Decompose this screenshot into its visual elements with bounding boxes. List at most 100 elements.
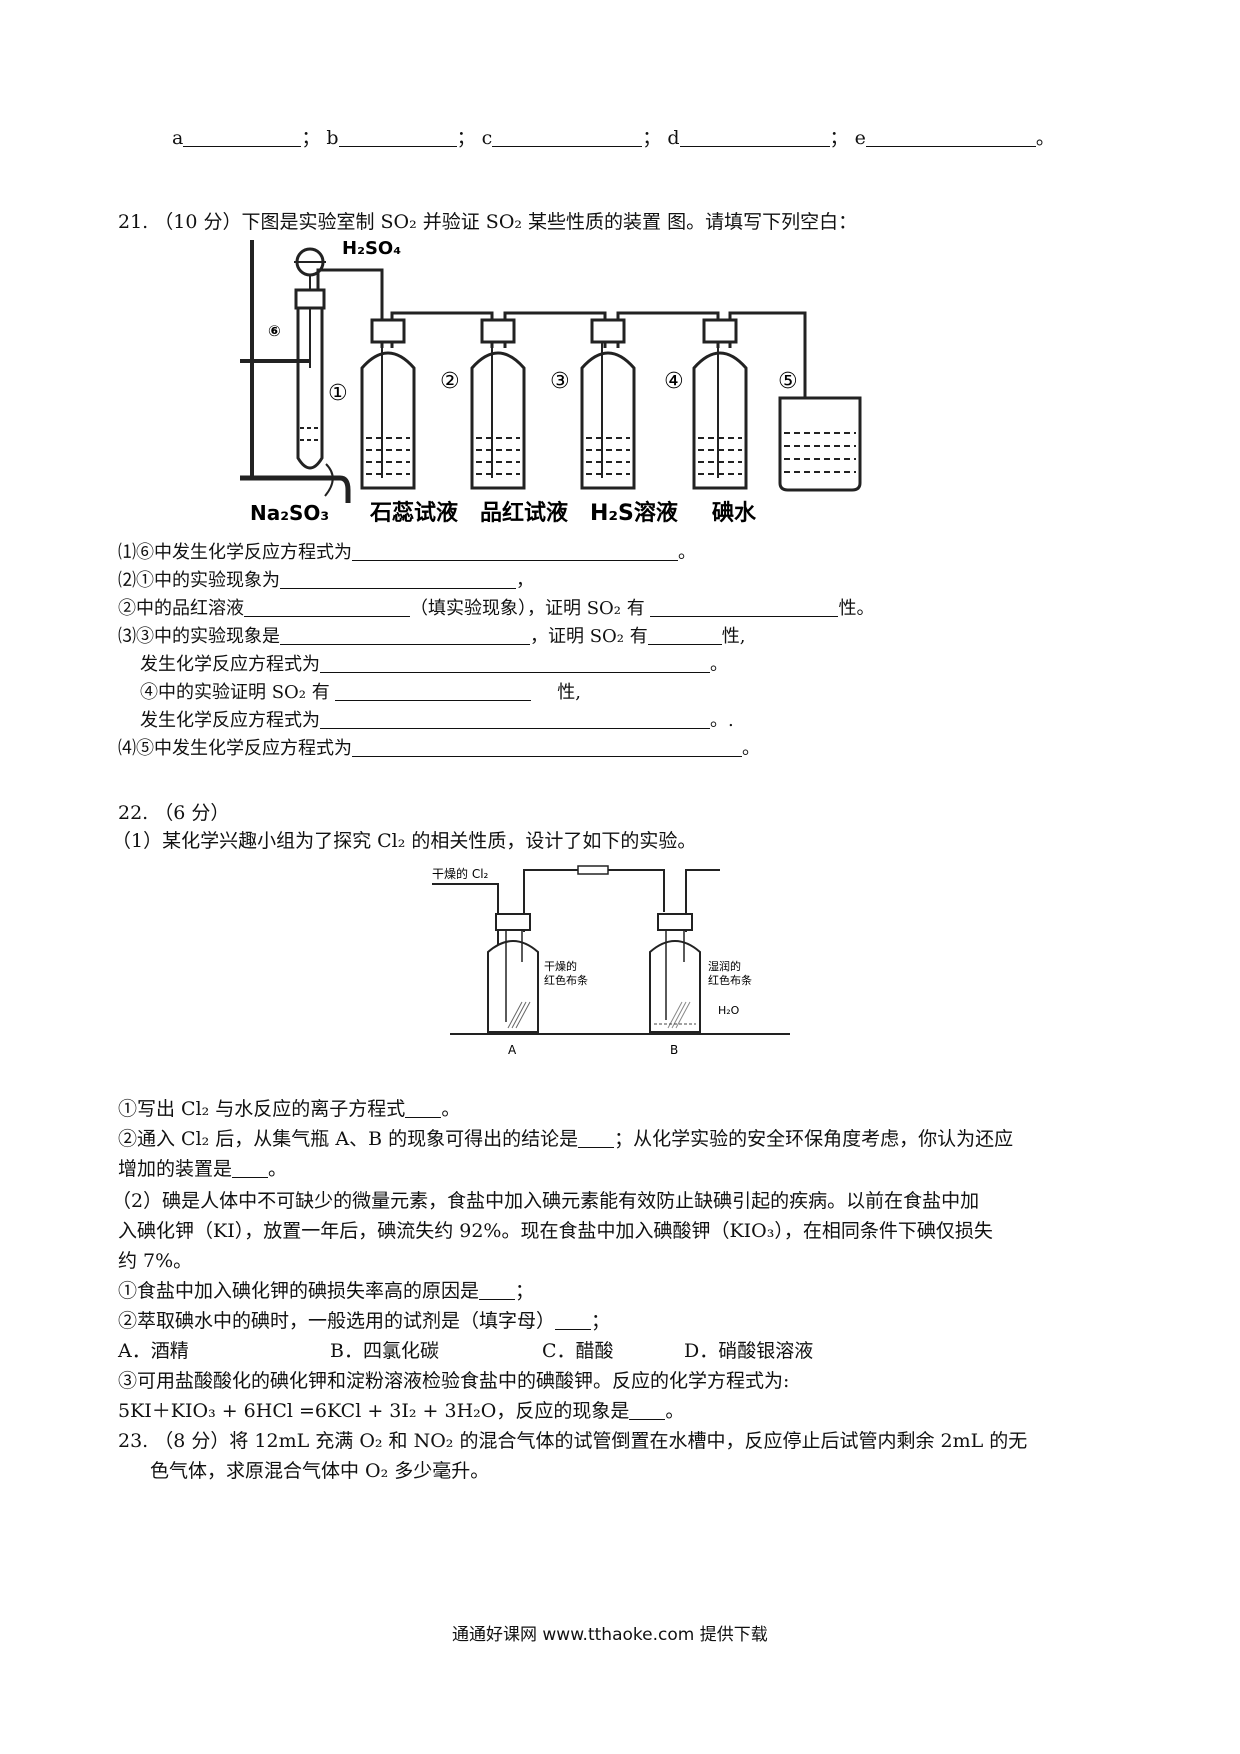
q22-l3-text: 增加的装置是 [118, 1158, 233, 1180]
blank-q21-3d[interactable] [335, 680, 532, 701]
q21-p4: ⑷⑤中发生化学反应方程式为。 [118, 736, 760, 759]
wet-label-2: 红色布条 [708, 973, 752, 987]
q21-p1-text: ⑴⑥中发生化学反应方程式为 [118, 542, 352, 563]
q22-s1-text: ①食盐中加入碘化钾的碘损失率高的原因是 [118, 1280, 480, 1302]
q21-p3a-mid: ，证明 SO₂ 有 [530, 626, 648, 647]
bottle-a-label: A [508, 1043, 517, 1057]
q22-s3: ③可用盐酸酸化的碘化钾和淀粉溶液检验食盐中的碘酸钾。反应的化学方程式为: [118, 1370, 790, 1392]
q22-l1-text: ①写出 Cl₂ 与水反应的离子方程式 [118, 1098, 406, 1120]
bottle-1 [360, 318, 416, 490]
blank-q21-4[interactable] [352, 736, 742, 757]
q21-p3c-post: 性, [557, 682, 581, 703]
label-b: b [326, 127, 339, 149]
n3-label: ③ [550, 369, 570, 394]
q22-l1: ①写出 Cl₂ 与水反应的离子方程式。 [118, 1097, 461, 1120]
bottle-b-label: B [670, 1043, 678, 1057]
wet-label-1: 湿润的 [708, 959, 741, 973]
q21-p4-text: ⑷⑤中发生化学反应方程式为 [118, 738, 352, 759]
sep: ； [301, 127, 321, 149]
q21-p1: ⑴⑥中发生化学反应方程式为。 [118, 540, 696, 563]
blank-q21-3a[interactable] [280, 624, 530, 645]
blank-b[interactable] [338, 126, 457, 147]
q22-header: 22. （6 分） [118, 802, 230, 824]
q22-l2: ②通入 Cl₂ 后，从集气瓶 A、B 的现象可得出的结论是 ；从化学实验的安全环保… [118, 1124, 1013, 1151]
page-footer: 通通好课网 www.tthaoke.com 提供下载 [452, 1625, 768, 1645]
blank-c[interactable] [492, 126, 643, 147]
q21-p3c: ④中的实验证明 SO₂ 有 性, [140, 678, 581, 704]
q21-p2b-post: 性。 [838, 598, 875, 619]
q21-p3a-pre: ⑶③中的实验现象是 [118, 626, 280, 647]
sep: ； [642, 127, 662, 149]
q21-p2a: ⑵①中的实验现象为， [118, 568, 534, 591]
n1-label: ① [328, 381, 348, 406]
q23-l2: 色气体，求原混合气体中 O₂ 多少毫升。 [150, 1460, 490, 1482]
q22-s2: ②萃取碘水中的碘时，一般选用的试剂是（填字母）； [118, 1309, 611, 1332]
bottle-4 [692, 318, 748, 490]
blank-q22-1[interactable] [405, 1097, 442, 1118]
q21-p3a: ⑶③中的实验现象是，证明 SO₂ 有性, [118, 622, 745, 648]
so2-apparatus-figure: ⑥ H₂SO₄ Na₂SO₃ ① ② ③ ④ ⑤ 石蕊试液 品红试液 H₂S [240, 238, 862, 526]
blank-q21-3b[interactable] [647, 624, 722, 645]
label-c: c [481, 127, 493, 149]
dry-label-2: 红色布条 [544, 973, 588, 987]
q21-p2b: ②中的品红溶液（填实验现象），证明 SO₂ 有 性。 [118, 594, 874, 620]
bottle-2-label: 品红试液 [480, 500, 568, 526]
q22-s2-text: ②萃取碘水中的碘时，一般选用的试剂是（填字母） [118, 1310, 556, 1332]
blank-q21-2b[interactable] [244, 596, 410, 617]
blank-q22-5[interactable] [555, 1309, 592, 1330]
end: 。 [1035, 127, 1055, 149]
blank-q22-2[interactable] [578, 1127, 615, 1148]
blank-q22-6[interactable] [629, 1399, 666, 1420]
label-d: d [667, 127, 680, 149]
q22-s4: 5KI＋KIO₃ + 6HCl =6KCl + 3I₂ + 3H₂O，反应的现象… [118, 1399, 685, 1422]
cl2-bottles-figure: 干燥的 Cl₂ 干燥的 红色布条 湿润的 红色布条 H₂O A B [432, 865, 790, 1057]
bottle-3-label: H₂S溶液 [590, 500, 678, 526]
option-a[interactable]: A．酒精 [118, 1340, 189, 1362]
blank-q22-4[interactable] [479, 1279, 516, 1300]
salt-label: Na₂SO₃ [250, 501, 329, 525]
option-b[interactable]: B．四氯化碳 [330, 1340, 439, 1362]
option-d[interactable]: D．硝酸银溶液 [684, 1340, 814, 1362]
q21-header: 21. （10 分）下图是实验室制 SO₂ 并验证 SO₂ 某些性质的装置 图。… [118, 211, 858, 233]
q22-l2-text: ②通入 Cl₂ 后，从集气瓶 A、B 的现象可得出的结论是 [118, 1128, 579, 1150]
q22-p2a: （2）碘是人体中不可缺少的微量元素，食盐中加入碘元素能有效防止缺碘引起的疾病。以… [112, 1190, 980, 1212]
q22-p2c: 约 7%。 [118, 1250, 193, 1272]
n5-label: ⑤ [778, 369, 798, 394]
blank-d[interactable] [679, 126, 830, 147]
n4-label: ④ [664, 369, 684, 394]
dry-label-1: 干燥的 [544, 959, 577, 973]
bottle-1-label: 石蕊试液 [369, 500, 458, 526]
n6-label: ⑥ [268, 322, 281, 340]
blank-q21-3c[interactable] [320, 652, 710, 673]
q21-p3b: 发生化学反应方程式为。 [140, 652, 728, 675]
q22-p2b: 入碘化钾（KI），放置一年后，碘流失约 92%。现在食盐中加入碘酸钾（KIO₃）… [118, 1220, 993, 1242]
label-e: e [854, 127, 866, 149]
q22-intro: （1）某化学兴趣小组为了探究 Cl₂ 的相关性质，设计了如下的实验。 [112, 830, 697, 852]
q21-p3c-pre: ④中的实验证明 SO₂ 有 [140, 682, 330, 703]
q23-l1: 23. （8 分）将 12mL 充满 O₂ 和 NO₂ 的混合气体的试管倒置在水… [118, 1430, 1028, 1452]
q21-p2a-text: ⑵①中的实验现象为 [118, 570, 280, 591]
blank-e[interactable] [865, 126, 1036, 147]
bottle-2 [470, 318, 526, 490]
gas-label: 干燥的 Cl₂ [432, 866, 489, 881]
q22-l3: 增加的装置是。 [118, 1157, 288, 1180]
blank-q22-3[interactable] [232, 1157, 269, 1178]
q22-l2b-text: ；从化学实验的安全环保角度考虑，你认为还应 [614, 1128, 1014, 1150]
blank-q21-3e[interactable] [320, 708, 710, 729]
q21-p3b-text: 发生化学反应方程式为 [140, 654, 320, 675]
blank-q21-2a[interactable] [280, 568, 516, 589]
q21-p3d: 发生化学反应方程式为。. [140, 708, 734, 731]
q22-s4-text: 5KI＋KIO₃ + 6HCl =6KCl + 3I₂ + 3H₂O，反应的现象… [118, 1400, 630, 1422]
sep: ； [829, 127, 849, 149]
option-c[interactable]: C．醋酸 [542, 1340, 614, 1362]
bottle-4-label: 碘水 [712, 501, 757, 526]
q22-s1: ①食盐中加入碘化钾的碘损失率高的原因是； [118, 1279, 535, 1302]
acid-label: H₂SO₄ [342, 238, 401, 259]
blank-q21-1[interactable] [352, 540, 678, 561]
label-a: a [172, 127, 184, 149]
blank-a[interactable] [183, 126, 302, 147]
beaker-5 [778, 396, 862, 492]
blank-q21-2c[interactable] [650, 596, 839, 617]
bottle-3 [580, 318, 636, 490]
